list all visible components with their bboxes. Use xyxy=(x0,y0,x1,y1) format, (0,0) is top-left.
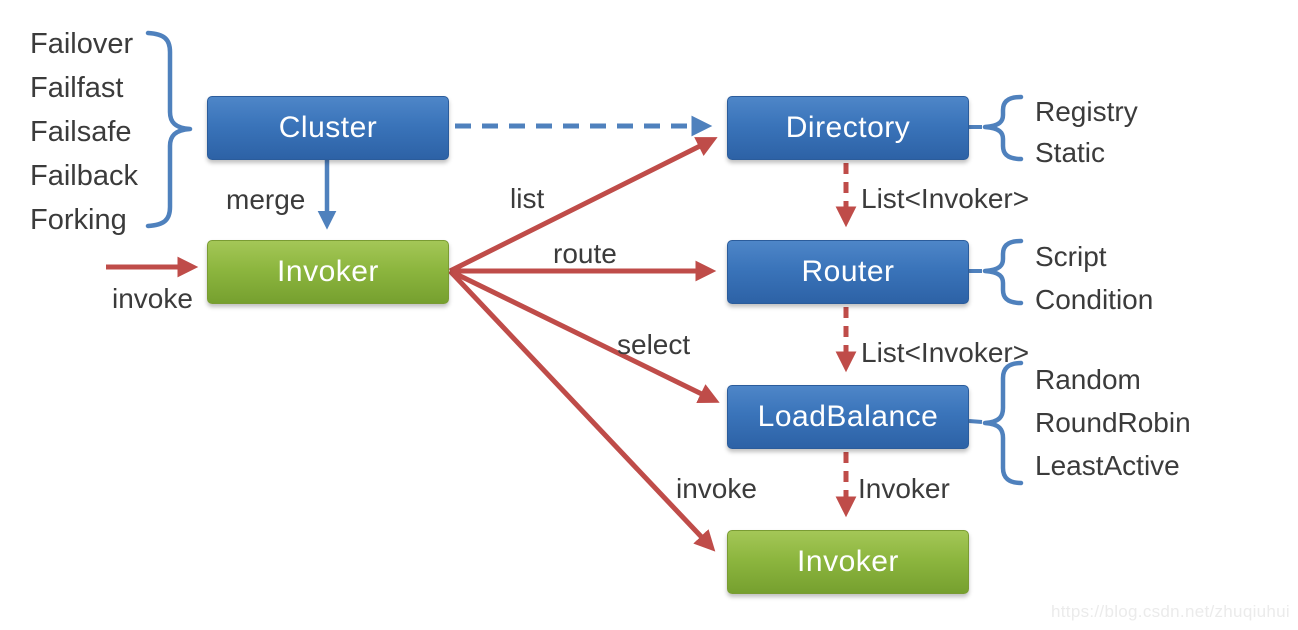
directory-type-registry: Registry xyxy=(1035,96,1138,127)
edge-label-list: list xyxy=(510,183,545,214)
cluster-node: Cluster xyxy=(207,96,449,160)
list-item-failfast: Failfast xyxy=(30,72,124,104)
loadbalance-type-random: Random xyxy=(1035,364,1141,395)
loadbalance-node: LoadBalance xyxy=(727,385,969,449)
directory-node: Directory xyxy=(727,96,969,160)
brace-cluster-strategies xyxy=(145,30,193,229)
edge-label-select: select xyxy=(617,329,691,360)
edge-label-invoker-result: Invoker xyxy=(858,473,950,504)
edge-label-listinvoker-1: List<Invoker> xyxy=(861,183,1030,214)
loadbalance-type-roundrobin: RoundRobin xyxy=(1035,407,1191,438)
list-item-failover: Failover xyxy=(30,28,134,60)
edge-label-listinvoker-2: List<Invoker> xyxy=(861,337,1030,368)
invoker-result-node: Invoker xyxy=(727,530,969,594)
loadbalance-type-leastactive: LeastActive xyxy=(1035,450,1180,481)
router-type-condition: Condition xyxy=(1035,284,1154,315)
edge-label-invoke-out: invoke xyxy=(676,473,757,504)
list-item-failback: Failback xyxy=(30,160,138,192)
brace-router-types xyxy=(982,238,1024,306)
edge-invoker-directory-list xyxy=(448,137,718,274)
directory-type-static: Static xyxy=(1035,137,1106,168)
router-node: Router xyxy=(727,240,969,304)
brace-connector-loadbalance xyxy=(968,419,983,424)
edge-label-merge: merge xyxy=(226,184,306,215)
edge-invoker-loadbalance-select xyxy=(448,268,720,403)
invoker-node: Invoker xyxy=(207,240,449,304)
brace-loadbalance-types xyxy=(982,360,1024,486)
edge-invoker-invoker-invoke xyxy=(448,269,716,552)
list-item-failsafe: Failsafe xyxy=(30,116,132,148)
list-item-forking: Forking xyxy=(30,204,127,236)
brace-directory-types xyxy=(982,94,1024,162)
edge-label-invoke-in: invoke xyxy=(112,283,193,314)
edge-label-route: route xyxy=(553,238,617,269)
watermark: https://blog.csdn.net/zhuqiuhui xyxy=(1051,602,1290,621)
router-type-script: Script xyxy=(1035,241,1107,272)
